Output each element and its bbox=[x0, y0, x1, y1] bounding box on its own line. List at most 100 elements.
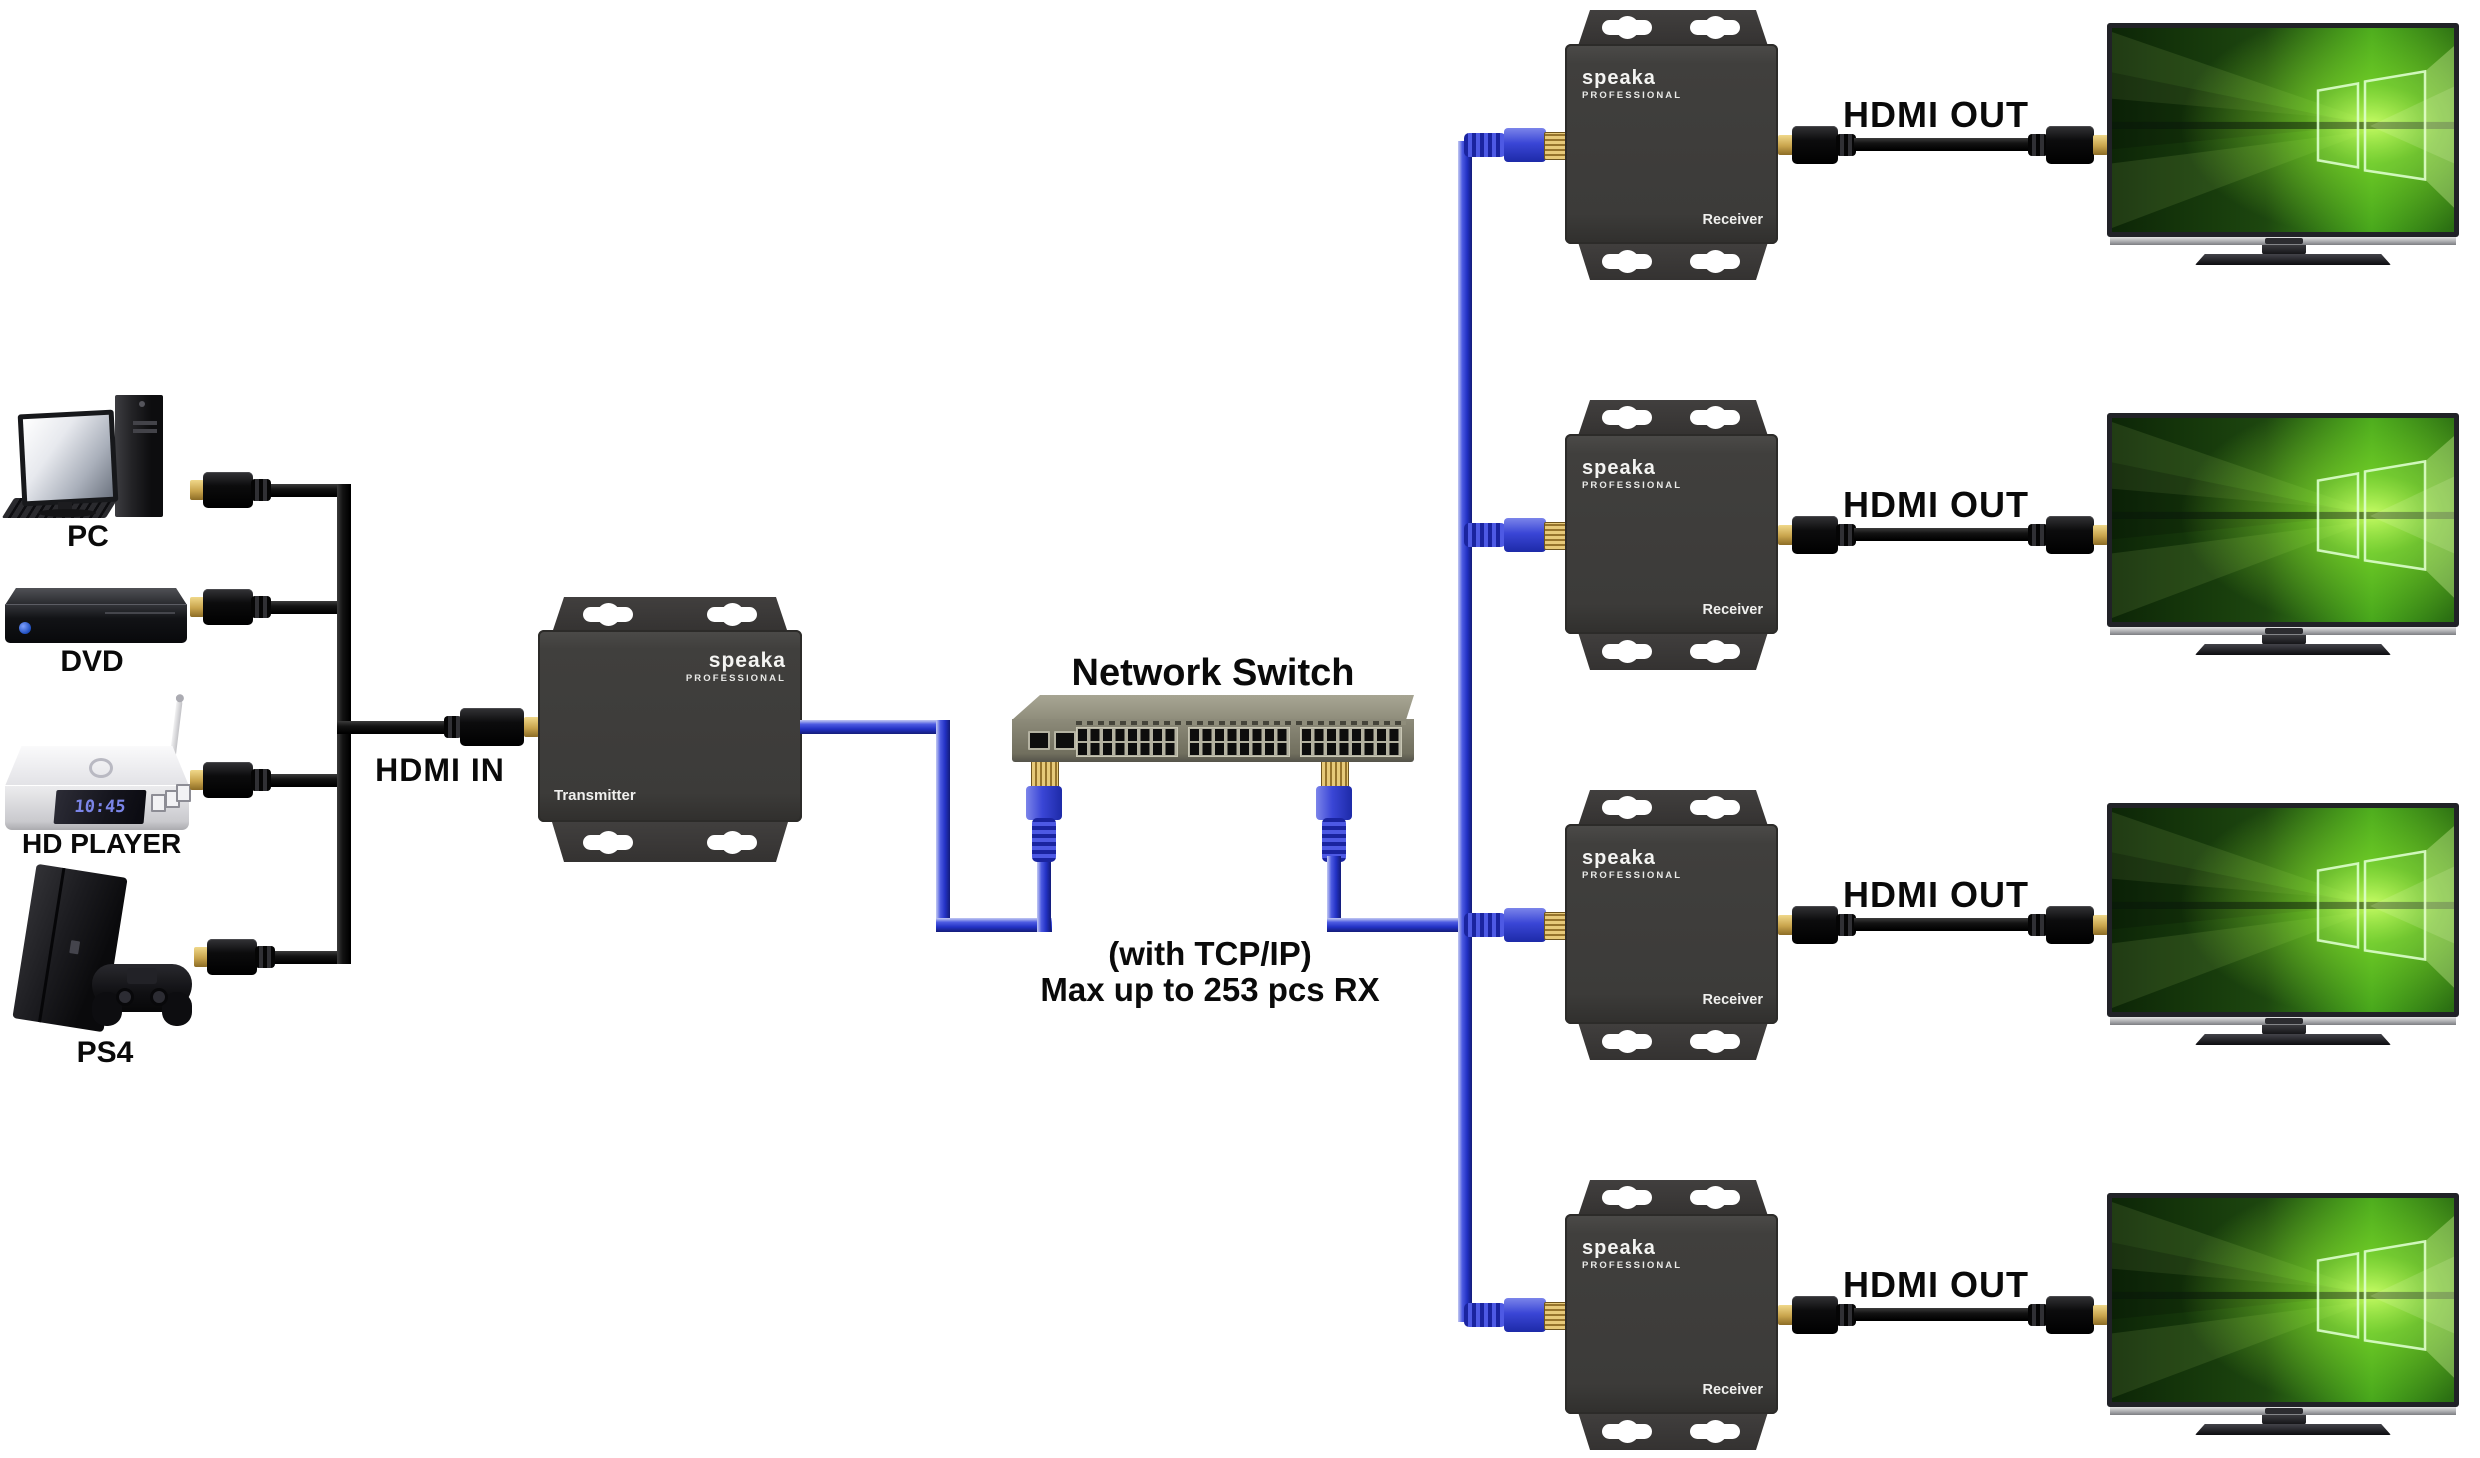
brand-sub: PROFESSIONAL bbox=[1582, 870, 1683, 881]
tv-stand-neck bbox=[2262, 1415, 2306, 1425]
receiver-row-4: speaka PROFESSIONAL Receiver HDMI OUT bbox=[1440, 1180, 2480, 1452]
receiver-row-3: speaka PROFESSIONAL Receiver HDMI OUT bbox=[1440, 790, 2480, 1062]
brand-sub: PROFESSIONAL bbox=[685, 673, 786, 684]
utp-riser-right bbox=[1327, 856, 1341, 932]
utp-trunk bbox=[1458, 141, 1472, 1322]
tv-display bbox=[2107, 23, 2459, 237]
tv-stand-neck bbox=[2262, 635, 2306, 645]
brand-sub: PROFESSIONAL bbox=[1582, 480, 1683, 491]
switch-uplink-port bbox=[1028, 731, 1050, 750]
playstation-logo-icon bbox=[69, 940, 81, 955]
hdmi-plug-tv-in bbox=[2046, 906, 2094, 944]
switch-port-bank bbox=[1188, 727, 1290, 757]
tv-display bbox=[2107, 413, 2459, 627]
pc-label: PC bbox=[67, 520, 109, 553]
switch-port-bank bbox=[1300, 727, 1402, 757]
tv-stand-base bbox=[2195, 1034, 2391, 1045]
mounting-slot-icon bbox=[583, 607, 633, 622]
utp-cable-tx-run bbox=[936, 918, 1052, 932]
mounting-slot-icon bbox=[1602, 1034, 1652, 1049]
brand-sub: PROFESSIONAL bbox=[1582, 1260, 1683, 1271]
mounting-slot-icon bbox=[1690, 1424, 1740, 1439]
receiver-brand-logo: speaka PROFESSIONAL bbox=[1582, 1238, 1682, 1271]
utp-cable-tx-out bbox=[800, 720, 950, 734]
mounting-slot-icon bbox=[1602, 1190, 1652, 1205]
tcpip-note-line2: Max up to 253 pcs RX bbox=[1040, 971, 1380, 1008]
mounting-slot-icon bbox=[1602, 1424, 1652, 1439]
tv-brand-badge-icon bbox=[2265, 628, 2303, 634]
brand-name: speaka bbox=[1582, 457, 1656, 479]
brand-name: speaka bbox=[1582, 1237, 1656, 1259]
brand-name: speaka bbox=[1582, 67, 1656, 89]
hd-player-device: 10:45 bbox=[5, 699, 191, 834]
receiver-unit: speaka PROFESSIONAL Receiver bbox=[1565, 44, 1778, 244]
hdmi-cable-dvd bbox=[266, 601, 350, 614]
rj45-plug-receiver bbox=[1464, 913, 1506, 937]
mounting-slot-icon bbox=[1690, 410, 1740, 425]
hdmi-cable-to-tv bbox=[1854, 1308, 2032, 1321]
receiver-brand-logo: speaka PROFESSIONAL bbox=[1582, 458, 1682, 491]
media-player-logo-icon bbox=[89, 758, 113, 778]
brand-sub: PROFESSIONAL bbox=[1582, 90, 1683, 101]
tv-brand-badge-icon bbox=[2265, 1408, 2303, 1414]
hdmi-plug-receiver-out bbox=[1778, 135, 1793, 155]
receiver-tag: Receiver bbox=[1702, 602, 1763, 618]
hdmi-cable-pc bbox=[266, 484, 350, 497]
tcpip-note-line1: (with TCP/IP) bbox=[1108, 935, 1312, 972]
tv-stand-neck bbox=[2262, 1025, 2306, 1035]
hd-player-display: 10:45 bbox=[53, 790, 147, 824]
blu-ray-logo-icon bbox=[19, 622, 31, 634]
mounting-slot-icon bbox=[1602, 410, 1652, 425]
receiver-tag: Receiver bbox=[1702, 212, 1763, 228]
receiver-tag: Receiver bbox=[1702, 992, 1763, 1008]
utp-cable-tx-down bbox=[936, 720, 950, 932]
hdmi-out-label: HDMI OUT bbox=[1843, 1264, 2029, 1305]
hdmi-in-label: HDMI IN bbox=[375, 752, 505, 788]
hdmi-out-label: HDMI OUT bbox=[1843, 484, 2029, 525]
hdmi-plug-receiver-out bbox=[1778, 525, 1793, 545]
tv-green-wallpaper bbox=[2112, 418, 2454, 622]
hdmi-plug-tv-in bbox=[2046, 516, 2094, 554]
utp-riser-left bbox=[1037, 856, 1051, 932]
mounting-slot-icon bbox=[1690, 800, 1740, 815]
mounting-slot-icon bbox=[1690, 20, 1740, 35]
tv-display bbox=[2107, 1193, 2459, 1407]
switch-port-bank bbox=[1076, 727, 1178, 757]
receiver-row-2: speaka PROFESSIONAL Receiver HDMI OUT bbox=[1440, 400, 2480, 672]
hdmi-cable-to-tv bbox=[1854, 138, 2032, 151]
mounting-slot-icon bbox=[1690, 1034, 1740, 1049]
brand-name: speaka bbox=[708, 649, 786, 672]
mounting-slot-icon bbox=[707, 835, 757, 850]
transmitter-tag: Transmitter bbox=[554, 787, 636, 804]
tv-stand-base bbox=[2195, 644, 2391, 655]
switch-uplink-port bbox=[1054, 731, 1076, 750]
dvd-player-device bbox=[5, 588, 187, 646]
hd-player-label: HD PLAYER bbox=[22, 828, 182, 859]
receiver-tag: Receiver bbox=[1702, 1382, 1763, 1398]
rj45-plug-receiver bbox=[1464, 133, 1506, 157]
receiver-unit: speaka PROFESSIONAL Receiver bbox=[1565, 824, 1778, 1024]
rj45-plug-receiver bbox=[1464, 1303, 1506, 1327]
tv-stand-neck bbox=[2262, 245, 2306, 255]
mounting-slot-icon bbox=[1690, 1190, 1740, 1205]
mounting-slot-icon bbox=[1602, 20, 1652, 35]
pc-tower-image bbox=[115, 395, 163, 517]
hdmi-plug-receiver-out bbox=[1778, 1305, 1793, 1325]
tv-brand-badge-icon bbox=[2265, 1018, 2303, 1024]
network-switch-label: Network Switch bbox=[1071, 652, 1355, 694]
hdmi-out-label: HDMI OUT bbox=[1843, 94, 2029, 135]
hdmi-plug-tv-in bbox=[2046, 1296, 2094, 1334]
brand-name: speaka bbox=[1582, 847, 1656, 869]
hdmi-cable-hd-player bbox=[266, 774, 350, 787]
hdmi-out-label: HDMI OUT bbox=[1843, 874, 2029, 915]
hdmi-cable-to-tv bbox=[1854, 918, 2032, 931]
mounting-slot-icon bbox=[1602, 254, 1652, 269]
tv-green-wallpaper bbox=[2112, 808, 2454, 1012]
receiver-unit: speaka PROFESSIONAL Receiver bbox=[1565, 1214, 1778, 1414]
receiver-brand-logo: speaka PROFESSIONAL bbox=[1582, 848, 1682, 881]
mounting-slot-icon bbox=[583, 835, 633, 850]
tv-stand-base bbox=[2195, 254, 2391, 265]
utp-cable-to-trunk bbox=[1327, 918, 1472, 932]
hdmi-cable-ps4 bbox=[270, 951, 350, 964]
